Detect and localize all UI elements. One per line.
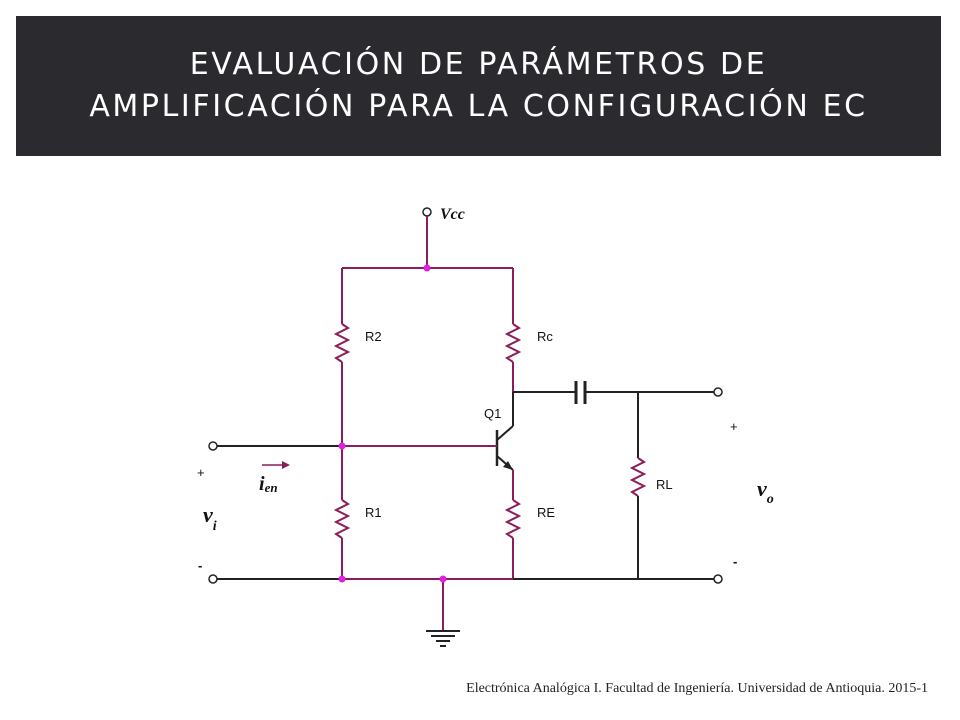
q1-label: Q1 bbox=[484, 406, 501, 421]
rl-label: RL bbox=[656, 477, 673, 492]
node-r1-ground bbox=[338, 575, 346, 583]
input-bottom-terminal bbox=[208, 574, 218, 584]
re-resistor bbox=[504, 499, 522, 539]
r1-resistor bbox=[333, 499, 351, 539]
input-current-label: ien bbox=[259, 473, 278, 495]
rc-resistor bbox=[504, 323, 522, 363]
output-voltage-label: vo bbox=[757, 476, 774, 507]
node-ground bbox=[439, 575, 447, 583]
node-vcc bbox=[423, 264, 431, 272]
r1-label: R1 bbox=[365, 505, 382, 520]
input-top-terminal bbox=[208, 441, 218, 451]
title-bar: EVALUACIÓN DE PARÁMETROS DE AMPLIFICACIÓ… bbox=[16, 16, 941, 156]
re-label: RE bbox=[537, 505, 555, 520]
output-minus-sign: - bbox=[733, 554, 737, 569]
rl-resistor bbox=[629, 457, 647, 497]
ground-symbol bbox=[426, 579, 460, 647]
junction-nodes bbox=[338, 264, 447, 583]
footer-credit: Electrónica Analógica I. Facultad de Ing… bbox=[466, 681, 928, 696]
input-minus-sign: - bbox=[198, 558, 202, 573]
transistor-q1 bbox=[495, 418, 514, 471]
r2-label: R2 bbox=[365, 329, 382, 344]
output-bottom-terminal bbox=[713, 574, 723, 584]
output-top-terminal bbox=[713, 387, 723, 397]
title-line-1: EVALUACIÓN DE PARÁMETROS DE bbox=[189, 47, 768, 82]
input-plus-sign: + bbox=[197, 465, 205, 480]
coupling-capacitor bbox=[574, 381, 587, 404]
vcc-terminal bbox=[422, 207, 432, 268]
output-plus-sign: + bbox=[730, 419, 738, 434]
r2-resistor bbox=[333, 323, 351, 363]
input-voltage-label: vi bbox=[203, 502, 217, 534]
vcc-label: Vcc bbox=[440, 206, 465, 223]
node-base bbox=[338, 442, 346, 450]
rc-label: Rc bbox=[537, 329, 553, 344]
title-line-2: AMPLIFICACIÓN PARA LA CONFIGURACIÓN EC bbox=[89, 89, 868, 124]
input-current-arrow bbox=[262, 461, 290, 469]
